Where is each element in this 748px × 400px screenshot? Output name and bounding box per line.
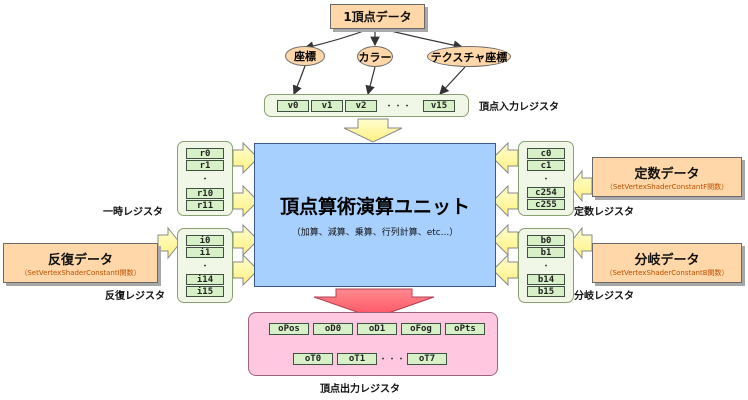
position-ellipse: 座標 bbox=[285, 46, 325, 66]
output-register: oPts bbox=[445, 323, 485, 335]
const-register: c254 bbox=[527, 187, 565, 198]
loop-data-box: 反復データ （SetVertexShaderConstantI関数） bbox=[3, 243, 158, 283]
loop-register: i1 bbox=[186, 247, 224, 258]
const-data-box: 定数データ （SetVertexShaderConstantF関数） bbox=[592, 157, 742, 197]
temp-register-ellipsis: ・ bbox=[200, 175, 210, 185]
unit-subtitle: （加算、減算、乗算、行列計算、etc...） bbox=[291, 228, 459, 238]
const-register-label: 定数レジスタ bbox=[574, 207, 634, 218]
branch-data-arrow bbox=[569, 226, 593, 260]
branch-register: b15 bbox=[527, 286, 565, 297]
const-register: c255 bbox=[527, 199, 565, 210]
loop-register-label: 反復レジスタ bbox=[105, 291, 165, 302]
const-data-title: 定数データ bbox=[634, 166, 700, 182]
unit-title: 頂点算術演算ユニット bbox=[279, 196, 470, 218]
arrow-pos-to-v0 bbox=[292, 65, 306, 96]
temp-register: r1 bbox=[186, 160, 224, 171]
input-register: v1 bbox=[311, 100, 343, 112]
branch-data-sub: （SetVertexShaderConstantB関数） bbox=[605, 268, 729, 277]
const-register: c1 bbox=[527, 160, 565, 171]
branch-register-ellipsis: ・ bbox=[541, 262, 551, 272]
output-register: oT0 bbox=[293, 353, 333, 365]
temp-register: r11 bbox=[186, 200, 224, 211]
input-register: v0 bbox=[277, 100, 309, 112]
loop-data-sub: （SetVertexShaderConstantI関数） bbox=[20, 268, 141, 277]
unit-to-output-arrow bbox=[313, 288, 435, 319]
input-register-ellipsis: ・・・ bbox=[384, 102, 412, 112]
temp-arrow-1 bbox=[232, 141, 259, 175]
arithmetic-unit: 頂点算術演算ユニット （加算、減算、乗算、行列計算、etc...） bbox=[254, 143, 496, 287]
output-register: oT7 bbox=[407, 353, 447, 365]
loop-data-arrow bbox=[157, 226, 181, 260]
branch-data-box: 分岐データ （SetVertexShaderConstantB関数） bbox=[592, 243, 742, 283]
input-register-panel: v0 v1 v2 ・・・ v15 bbox=[264, 94, 469, 117]
branch-register-label: 分岐レジスタ bbox=[574, 291, 634, 302]
const-register: c0 bbox=[527, 148, 565, 159]
branch-register: b14 bbox=[527, 274, 565, 285]
branch-register: b0 bbox=[527, 235, 565, 246]
arrow-to-texcoord bbox=[377, 27, 464, 50]
loop-register: i14 bbox=[186, 274, 224, 285]
temp-register-label: 一時レジスタ bbox=[103, 207, 163, 218]
const-data-sub: （SetVertexShaderConstantF関数） bbox=[605, 182, 729, 191]
loop-register: i0 bbox=[186, 235, 224, 246]
arrow-color-to-v2 bbox=[365, 66, 376, 96]
const-arrow-2 bbox=[492, 184, 519, 218]
vertex-data-box: 1頂点データ bbox=[330, 4, 425, 29]
arrow-to-position bbox=[303, 27, 373, 51]
output-register: oPos bbox=[269, 323, 309, 335]
const-arrow-1 bbox=[492, 141, 519, 175]
branch-arrow-2 bbox=[492, 253, 519, 287]
color-ellipse: カラー bbox=[357, 46, 393, 67]
texcoord-ellipse: テクスチャ座標 bbox=[427, 46, 511, 67]
output-register: oT1 bbox=[337, 353, 377, 365]
output-register: oD0 bbox=[313, 323, 353, 335]
input-register: v2 bbox=[345, 100, 377, 112]
loop-data-title: 反復データ bbox=[47, 252, 113, 268]
output-register-ellipsis: ・・・ bbox=[378, 355, 406, 365]
branch-register: b1 bbox=[527, 247, 565, 258]
temp-register: r0 bbox=[186, 148, 224, 159]
input-register: v15 bbox=[423, 100, 455, 112]
output-register-label: 頂点出力レジスタ bbox=[320, 384, 400, 395]
branch-register-panel: b0 b1 ・ b14 b15 bbox=[518, 228, 574, 303]
loop-register-panel: i0 i1 ・ i14 i15 bbox=[177, 228, 233, 303]
output-register-panel: oPos oD0 oD1 oFog oPts oT0 oT1 ・・・ oT7 bbox=[248, 312, 498, 376]
vertex-data-label: 1頂点データ bbox=[343, 10, 412, 24]
branch-arrow-1 bbox=[492, 223, 519, 257]
const-data-arrow bbox=[569, 169, 593, 203]
output-register: oD1 bbox=[357, 323, 397, 335]
temp-register: r10 bbox=[186, 188, 224, 199]
loop-register-ellipsis: ・ bbox=[200, 262, 210, 272]
input-to-unit-arrow bbox=[343, 118, 403, 143]
arrow-tex-to-v15 bbox=[439, 66, 466, 95]
const-register-ellipsis: ・ bbox=[541, 175, 551, 185]
input-register-label: 頂点入力レジスタ bbox=[479, 102, 559, 113]
loop-arrow-2 bbox=[232, 253, 259, 287]
output-register: oFog bbox=[401, 323, 441, 335]
loop-register: i15 bbox=[186, 286, 224, 297]
loop-arrow-1 bbox=[232, 223, 259, 257]
temp-arrow-2 bbox=[232, 184, 259, 218]
const-register-panel: c0 c1 ・ c254 c255 bbox=[518, 141, 574, 216]
temp-register-panel: r0 r1 ・ r10 r11 bbox=[177, 141, 233, 216]
branch-data-title: 分岐データ bbox=[634, 252, 700, 268]
